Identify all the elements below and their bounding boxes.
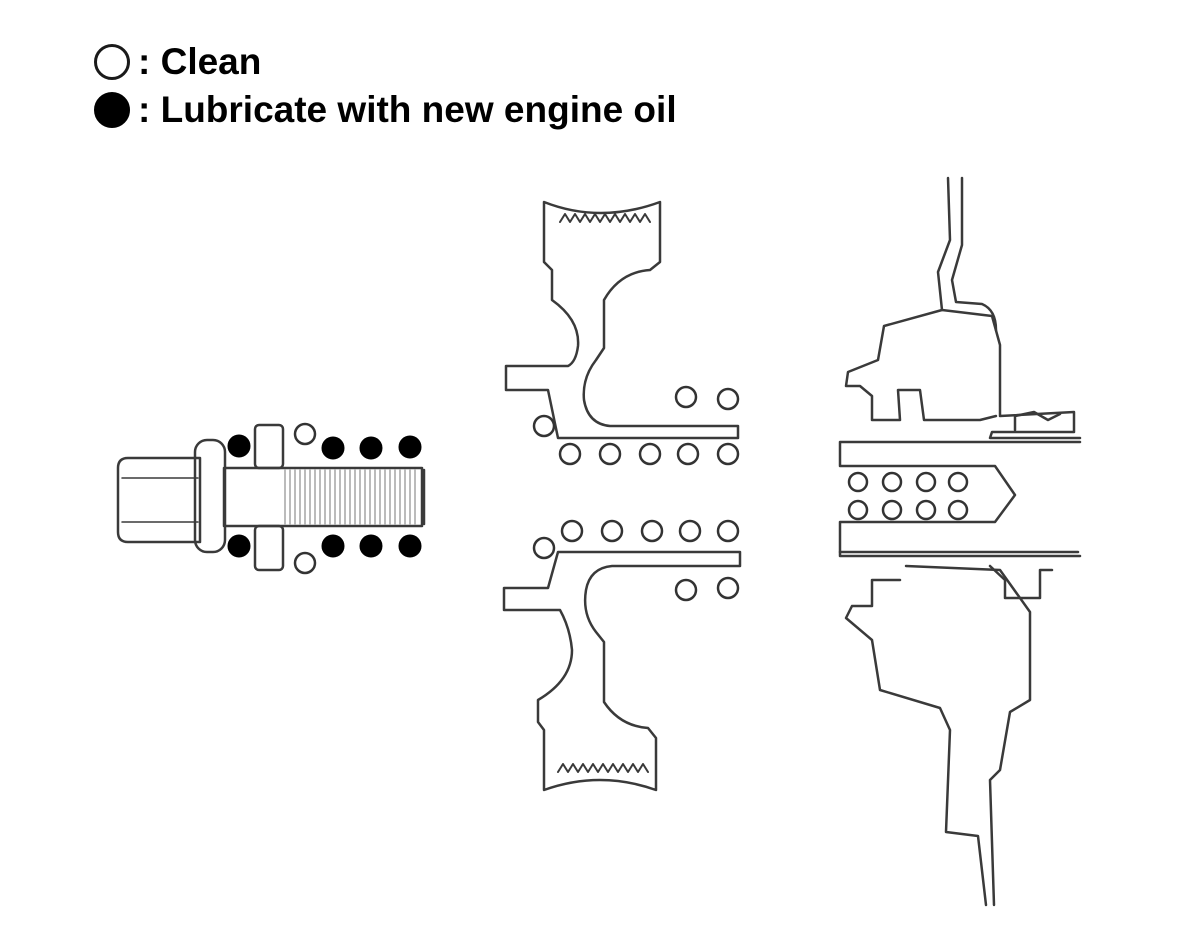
clean-marker xyxy=(716,387,740,411)
legend-clean: : Clean xyxy=(94,38,677,86)
clean-marker xyxy=(716,442,740,466)
clean-marker xyxy=(293,422,317,446)
clean-marker xyxy=(847,499,869,521)
clean-marker xyxy=(560,519,584,543)
clean-marker xyxy=(640,519,664,543)
lubricate-marker xyxy=(227,534,251,558)
clean-marker xyxy=(600,519,624,543)
lubricate-marker xyxy=(398,435,422,459)
clean-marker xyxy=(293,551,317,575)
legend: : Clean : Lubricate with new engine oil xyxy=(94,38,677,134)
lubricate-marker xyxy=(227,434,251,458)
legend-lubricate: : Lubricate with new engine oil xyxy=(94,86,677,134)
clean-marker xyxy=(678,519,702,543)
clean-marker xyxy=(638,442,662,466)
clean-marker xyxy=(674,385,698,409)
clean-marker xyxy=(881,499,903,521)
lubricate-marker xyxy=(321,436,345,460)
lubricate-marker xyxy=(321,534,345,558)
lubricate-marker xyxy=(359,534,383,558)
clean-marker xyxy=(532,414,556,438)
shaft-housing xyxy=(838,176,1082,907)
lubricate-marker xyxy=(359,436,383,460)
clean-marker xyxy=(674,578,698,602)
clean-marker xyxy=(676,442,700,466)
filled-circle-icon xyxy=(94,91,132,129)
clean-marker xyxy=(947,471,969,493)
clean-markers xyxy=(293,385,969,602)
legend-lubricate-label: : Lubricate with new engine oil xyxy=(138,89,677,130)
clean-marker xyxy=(847,471,869,493)
lubricate-markers xyxy=(227,434,422,558)
clean-marker xyxy=(716,519,740,543)
clean-marker xyxy=(915,499,937,521)
clean-marker xyxy=(947,499,969,521)
gear-hub xyxy=(502,200,742,792)
lubricate-marker xyxy=(398,534,422,558)
clean-marker xyxy=(716,576,740,600)
legend-clean-label: : Clean xyxy=(138,41,262,82)
clean-marker xyxy=(558,442,582,466)
clean-marker xyxy=(881,471,903,493)
clean-marker xyxy=(532,536,556,560)
bolt xyxy=(116,423,426,572)
clean-marker xyxy=(598,442,622,466)
clean-marker xyxy=(915,471,937,493)
open-circle-icon xyxy=(94,43,132,81)
